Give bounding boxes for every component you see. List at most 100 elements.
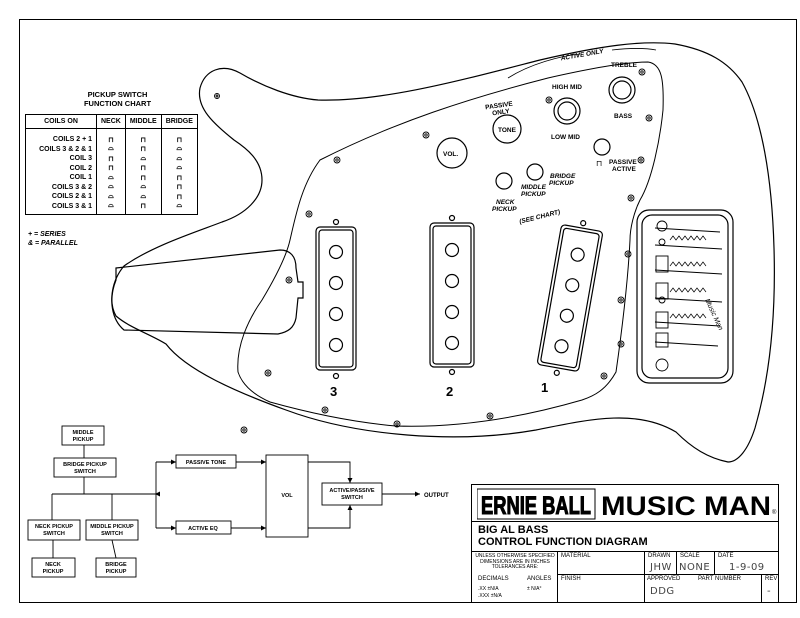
switch-up-icon: ⊓: [160, 192, 198, 202]
flow-active-passive-2: SWITCH: [341, 495, 363, 501]
label-middle-pickup-1: MIDDLE: [521, 184, 547, 191]
box-middle-pickup: [61, 425, 105, 446]
middle-pickup-switch: [495, 172, 513, 190]
label-see-chart: (SEE CHART): [519, 209, 561, 226]
bridge-plate-inner: [641, 214, 729, 379]
material-label: MATERIAL: [561, 553, 591, 559]
scale-label: SCALE: [680, 553, 700, 559]
box-bridge-pickup-switch: [53, 457, 117, 478]
label-bass: BASS: [614, 113, 633, 120]
chart-row: COILS 3 & 2⌓⌓⊓: [25, 182, 198, 192]
flow-output: OUTPUT: [424, 493, 449, 499]
box-vol: [265, 454, 309, 538]
tolerance-note: UNLESS OTHERWISE SPECIFIED DIMENSIONS AR…: [475, 553, 555, 570]
switch-down-icon: ⌓: [160, 154, 198, 164]
label-high-mid: HIGH MID: [552, 84, 582, 91]
box-neck-pickup: [31, 557, 76, 578]
label-passive: PASSIVE: [609, 159, 637, 166]
mid-knob-outer: [553, 97, 581, 125]
decimals-xxx: .XXX ±N/A: [478, 593, 502, 599]
switch-up-icon: ⊓: [160, 173, 198, 183]
label-low-mid: LOW MID: [551, 134, 580, 141]
label-bridge-pickup-1: BRIDGE: [550, 173, 576, 180]
box-neck-pickup-switch: [27, 519, 81, 541]
tone-knob: [492, 114, 522, 144]
chart-row: COILS 3 & 1⌓⊓⌓: [25, 201, 198, 215]
flow-active-passive-1: ACTIVE/PASSIVE: [329, 488, 374, 494]
decimals-label: DECIMALS: [478, 576, 509, 582]
title-block: [471, 484, 779, 603]
pickup-3: [315, 226, 357, 371]
approved-value: DDG: [650, 586, 675, 597]
pickup-2: [429, 222, 475, 368]
function-chart-table: COILS ON NECK MIDDLE BRIDGE COILS 2 + 1⊓…: [25, 114, 198, 215]
chart-row: COILS 2 & 1⌓⌓⊓: [25, 192, 198, 202]
chart-legend: + = SERIES & = PARALLEL: [28, 231, 78, 247]
pickup-switch-function-chart: PICKUP SWITCH FUNCTION CHART COILS ON NE…: [25, 90, 210, 215]
flow-bridge-pickup-2: PICKUP: [106, 569, 127, 575]
flow-middle-pickup-2: PICKUP: [73, 437, 94, 443]
pickup-1: [537, 224, 603, 372]
chart-row: COILS 3 & 2 & 1⌓⊓⌓: [25, 144, 198, 154]
switch-up-icon: ⊓: [160, 182, 198, 192]
part-number-label: PART NUMBER: [698, 576, 742, 582]
drawing-border: [19, 19, 797, 603]
mid-knob-inner: [557, 101, 577, 121]
svg-text:ERNIE BALL: ERNIE BALL: [481, 492, 591, 520]
date-label: DATE: [718, 553, 734, 559]
chart-header-row: COILS ON NECK MIDDLE BRIDGE: [25, 114, 198, 129]
label-passive-only-2: ONLY: [492, 108, 511, 117]
label-vol: VOL.: [443, 151, 458, 158]
svg-text:®: ®: [772, 509, 777, 516]
header-middle: MIDDLE: [124, 114, 162, 129]
chart-row: COILS 2 + 1⊓⊓⊓: [25, 128, 198, 145]
neck-pocket: [111, 249, 304, 335]
label-passive-only-1: PASSIVE: [485, 100, 514, 111]
chart-row: COIL 1⌓⊓⊓: [25, 173, 198, 183]
svg-text:MUSIC MAN: MUSIC MAN: [601, 491, 771, 521]
label-middle-pickup-2: PICKUP: [521, 191, 546, 198]
label-tone: TONE: [498, 127, 517, 134]
bridge-pickup-switch: [526, 163, 544, 181]
header-bridge: BRIDGE: [160, 114, 198, 129]
pickup-number-3: 3: [330, 384, 337, 399]
flow-neck-switch-1: NECK PICKUP: [35, 524, 73, 530]
switch-down-icon: ⌓: [160, 163, 198, 173]
bridge-plate: [636, 209, 734, 384]
rev-value: -: [767, 586, 772, 597]
date-value: 1-9-09: [729, 562, 765, 573]
chart-row: COIL 3⊓⌓⌓: [25, 154, 198, 164]
angles-value: ± N/A°: [527, 586, 542, 592]
label-neck-pickup-2: PICKUP: [492, 206, 517, 213]
label-active: ACTIVE: [612, 166, 637, 173]
pickup-2-inner: [432, 225, 472, 365]
flow-neck-pickup-1: NECK: [45, 562, 61, 568]
vol-knob: [436, 137, 468, 169]
passive-active-switch: [593, 138, 611, 156]
label-neck-pickup-1: NECK: [496, 199, 516, 206]
active-only-bracket: [507, 48, 657, 79]
decimals-xx: .XX ±N/A: [478, 586, 499, 592]
switch-down-icon: ⌓: [160, 144, 198, 154]
box-active-eq: [175, 520, 232, 535]
approved-label: APPROVED: [647, 576, 681, 582]
angles-label: ANGLES: [527, 576, 552, 582]
flow-passive-tone: PASSIVE TONE: [186, 460, 226, 466]
ernie-ball-music-man-logo: ERNIE BALL MUSIC MAN ®: [477, 488, 777, 521]
rev-label: REV: [765, 576, 778, 582]
bridge-brand-logo: Music Man: [703, 298, 724, 332]
pickup-number-1: 1: [541, 380, 548, 395]
pickup-1-inner: [540, 227, 600, 369]
header-neck: NECK: [96, 114, 126, 129]
scale-value: NONE: [679, 562, 711, 573]
drawing-title: BIG AL BASS CONTROL FUNCTION DIAGRAM: [478, 524, 648, 548]
switch-up-icon: ⊓: [160, 128, 198, 145]
box-active-passive-switch: [321, 482, 383, 506]
flow-bridge-switch-1: BRIDGE PICKUP: [63, 462, 107, 468]
treble-bass-knob-inner: [612, 80, 632, 100]
passive-active-switch-icon: ⊓: [596, 159, 602, 168]
flow-neck-pickup-2: PICKUP: [43, 569, 64, 575]
flow-middle-switch-1: MIDDLE PICKUP: [90, 524, 134, 530]
finish-label: FINISH: [561, 576, 581, 582]
